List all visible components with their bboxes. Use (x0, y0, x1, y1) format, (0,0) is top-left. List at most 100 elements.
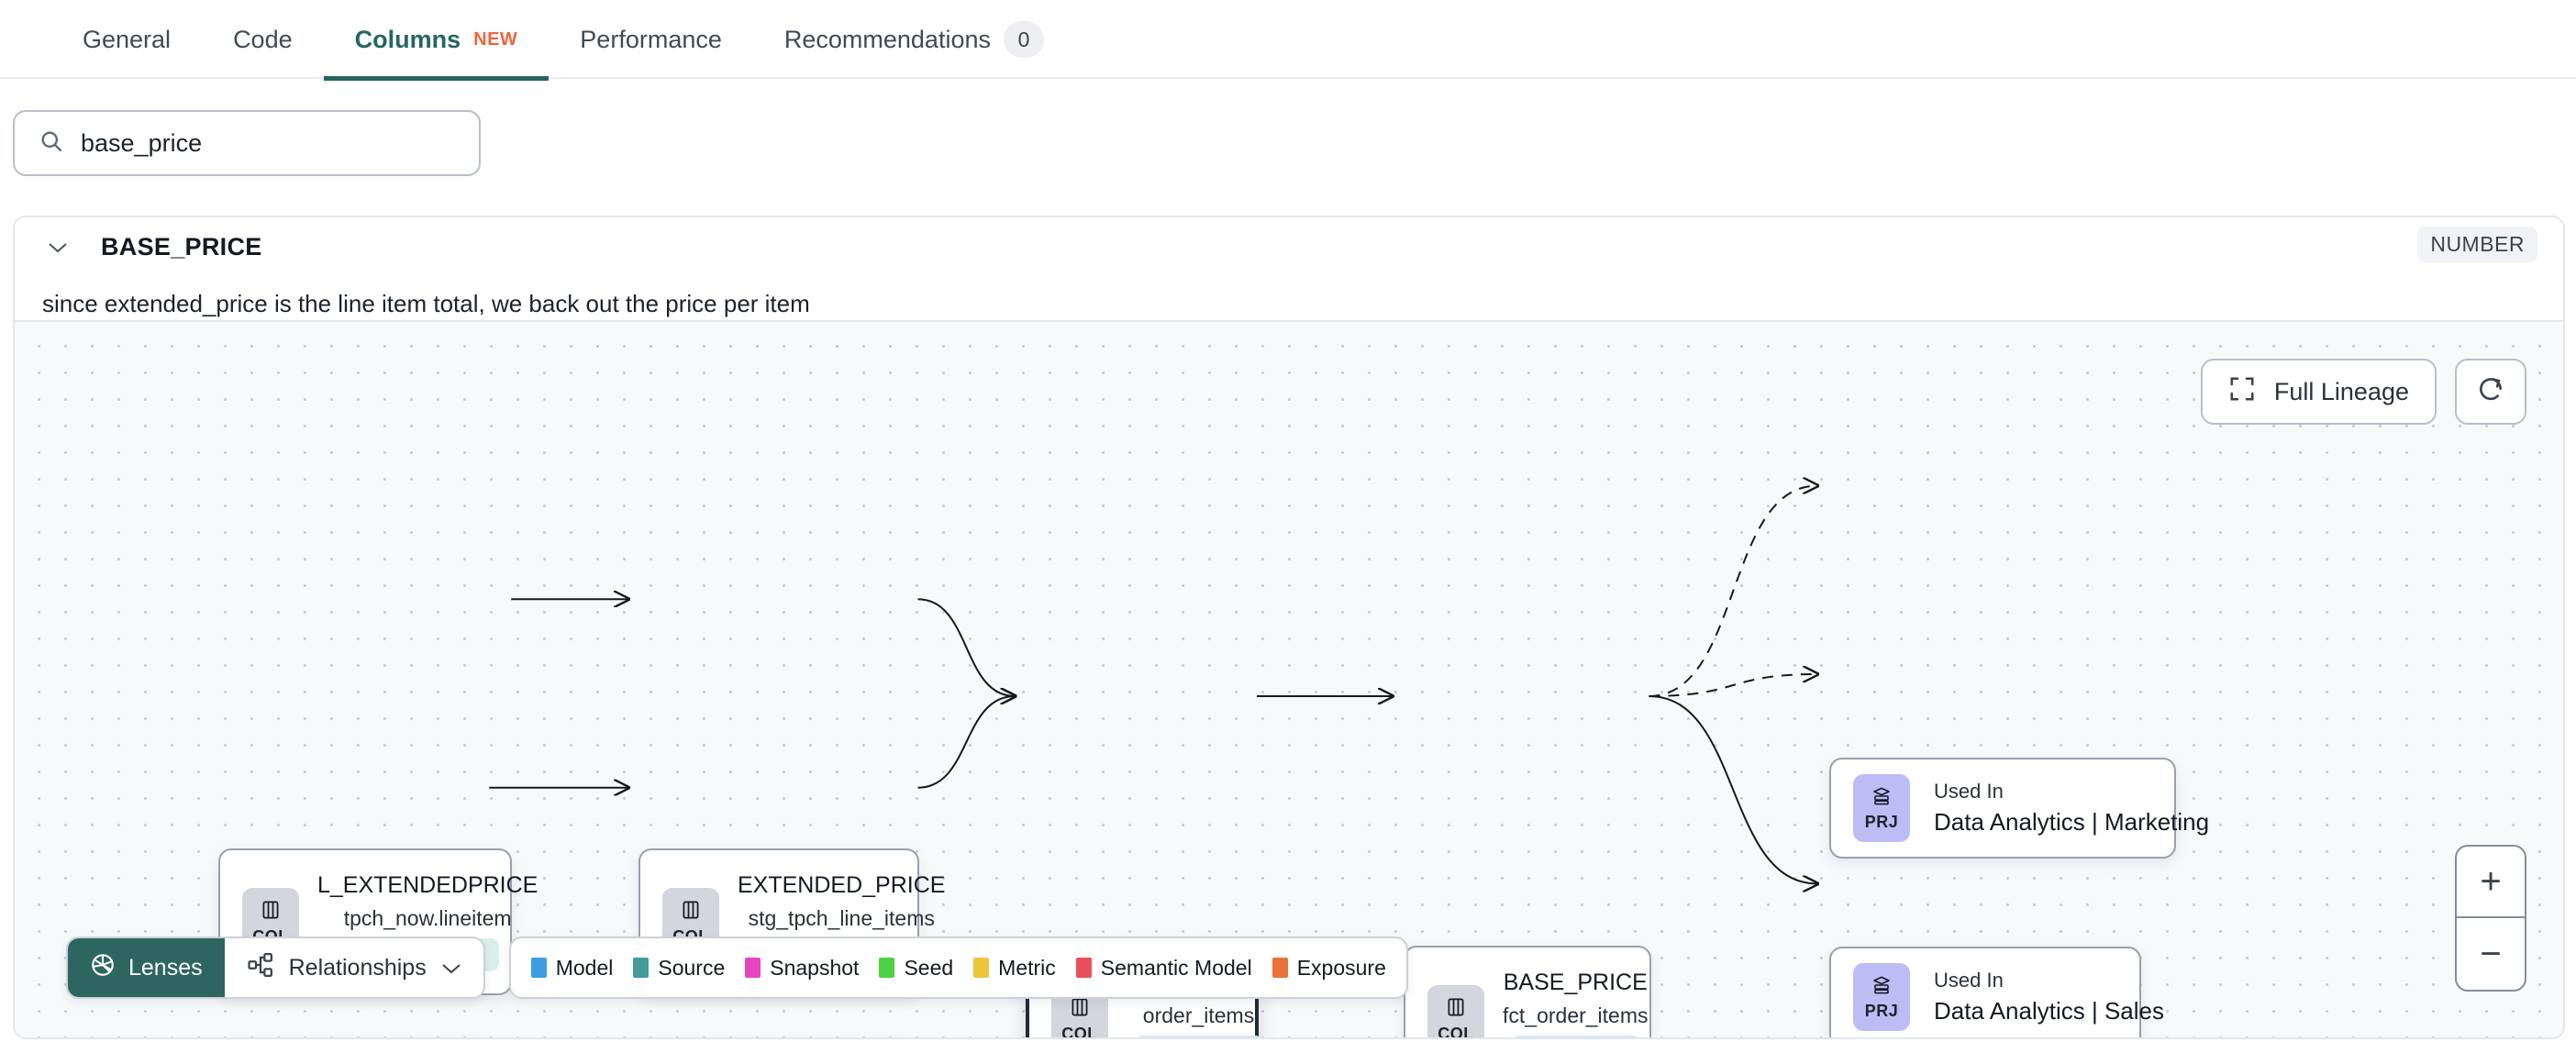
lineage-edge (917, 598, 1016, 696)
node-subtitle: fct_order_items (1503, 1003, 1649, 1027)
search-value: base_price (81, 128, 203, 157)
node-subtitle: tpch_now.lineitem (343, 906, 512, 930)
legend-label: Model (555, 955, 614, 980)
column-icon (1444, 995, 1468, 1024)
node-type-legend: Model Source Snapshot Seed Metric Semantic Mo… (508, 937, 1408, 999)
legend-label: Source (658, 955, 726, 980)
node-subtitle: order_items (1142, 1003, 1255, 1027)
zoom-controls: + − (2455, 845, 2526, 992)
col-badge: COL (1427, 985, 1484, 1037)
minus-icon: − (2480, 934, 2502, 974)
legend-swatch (633, 958, 650, 978)
node-badge-label: PRJ (1864, 812, 1899, 831)
tab-performance[interactable]: Performance (549, 0, 753, 79)
legend-item-exposure[interactable]: Exposure (1271, 955, 1386, 981)
legend-item-source[interactable]: Source (633, 956, 725, 981)
tab-label: Columns (354, 25, 461, 53)
zoom-in-button[interactable]: + (2457, 847, 2525, 918)
legend-item-metric[interactable]: Metric (973, 956, 1056, 981)
search-icon (39, 128, 64, 159)
lineage-edge (1649, 486, 1817, 697)
lineage-node-prj_marketing[interactable]: PRJ Used In Data Analytics | Marketing (1829, 758, 2209, 859)
canvas-controls: Full Lineage (2200, 359, 2526, 425)
lineage-edge (1649, 674, 1817, 697)
node-type-tag: MODEL (1134, 1036, 1263, 1037)
node-body: BASE_PRICE fct_order_itemsMODEL (1484, 957, 1667, 1037)
lenses-label: Lenses (128, 954, 203, 981)
column-header[interactable]: BASE_PRICE NUMBER (15, 217, 2563, 277)
hierarchy-icon (247, 951, 274, 985)
legend-label: Exposure (1296, 955, 1386, 980)
full-lineage-label: Full Lineage (2273, 377, 2409, 405)
node-used-in-label: Used In (1934, 969, 2004, 992)
tab-list: General Code Columns NEW Performance Recommen… (0, 0, 2576, 81)
legend-label: Semantic Model (1100, 955, 1252, 980)
lineage-node-base_price_fct[interactable]: COL BASE_PRICE fct_order_itemsMODEL (1404, 946, 1651, 1037)
search-input[interactable]: base_price (13, 110, 481, 176)
canvas-toolbar: Lenses Relationships (66, 937, 1408, 999)
relationships-button[interactable]: Relationships (225, 938, 483, 997)
legend-item-seed[interactable]: Seed (879, 956, 953, 981)
node-project-name: Data Analytics | Marketing (1934, 808, 2210, 836)
prj-badge: PRJ (1853, 963, 1910, 1031)
expand-icon (2228, 375, 2256, 409)
legend-swatch (879, 958, 895, 978)
node-subtitle: stg_tpch_line_items (748, 906, 935, 930)
plus-icon: + (2480, 861, 2502, 902)
prj-badge: PRJ (1853, 774, 1910, 842)
legend-label: Snapshot (770, 955, 860, 980)
tab-new-badge: NEW (473, 28, 518, 50)
node-badge-label: COL (1438, 1024, 1474, 1038)
node-title: BASE_PRICE (1503, 970, 1648, 995)
lineage-edges (489, 322, 2563, 1037)
tab-count-badge: 0 (1004, 21, 1044, 58)
column-card: BASE_PRICE NUMBER since extended_price i… (13, 216, 2565, 1039)
node-title: L_EXTENDEDPRICE (317, 872, 539, 898)
node-body: Used In Data Analytics | Sales (1910, 956, 2182, 1037)
lenses-button[interactable]: Lenses (68, 938, 225, 997)
chevron-down-icon[interactable] (42, 241, 73, 254)
project-icon (1870, 974, 1893, 1001)
node-badge-label: COL (1061, 1024, 1098, 1038)
node-project-name: Data Analytics | Sales (1934, 997, 2164, 1025)
refresh-button[interactable] (2455, 359, 2526, 425)
legend-label: Metric (998, 955, 1056, 980)
tab-label: Code (233, 25, 293, 53)
relationships-label: Relationships (288, 954, 427, 981)
column-icon (259, 898, 283, 926)
aperture-icon (90, 952, 116, 984)
legend-item-semantic-model[interactable]: Semantic Model (1075, 955, 1252, 981)
full-lineage-button[interactable]: Full Lineage (2200, 359, 2437, 425)
zoom-out-button[interactable]: − (2457, 918, 2525, 990)
legend-swatch (973, 958, 990, 978)
lineage-edge (1649, 694, 1817, 883)
legend-item-model[interactable]: Model (530, 955, 614, 981)
tab-code[interactable]: Code (202, 0, 324, 79)
lineage-edge (917, 696, 1016, 789)
project-icon (1870, 785, 1893, 812)
node-body: Used In Data Analytics | Marketing (1910, 767, 2227, 849)
column-icon (1068, 995, 1092, 1024)
tab-label: Recommendations (783, 25, 991, 53)
lineage-canvas[interactable]: COLL_EXTENDEDPRICEtpch_now.lineitemSOURC… (15, 320, 2563, 1037)
node-badge-label: PRJ (1864, 1001, 1899, 1020)
node-used-in-label: Used In (1934, 780, 2004, 803)
column-type-badge: NUMBER (2417, 227, 2537, 262)
tab-label: General (83, 25, 172, 53)
legend-swatch (1075, 958, 1092, 978)
legend-swatch (745, 958, 761, 978)
lineage-node-prj_sales[interactable]: PRJ Used In Data Analytics | Sales (1829, 947, 2164, 1037)
refresh-icon (2476, 375, 2505, 409)
legend-swatch (530, 958, 547, 978)
tab-recommendations[interactable]: Recommendations 0 (753, 0, 1075, 79)
legend-label: Seed (904, 955, 954, 980)
legend-item-snapshot[interactable]: Snapshot (745, 956, 859, 981)
chevron-down-icon (441, 955, 461, 981)
column-description: since extended_price is the line item to… (42, 290, 810, 317)
tab-label: Performance (580, 25, 722, 53)
column-name: BASE_PRICE (101, 233, 262, 260)
tab-columns[interactable]: Columns NEW (323, 0, 550, 81)
column-icon (679, 898, 703, 926)
node-type-tag: MODEL (1510, 1036, 1640, 1037)
tab-general[interactable]: General (51, 0, 202, 79)
